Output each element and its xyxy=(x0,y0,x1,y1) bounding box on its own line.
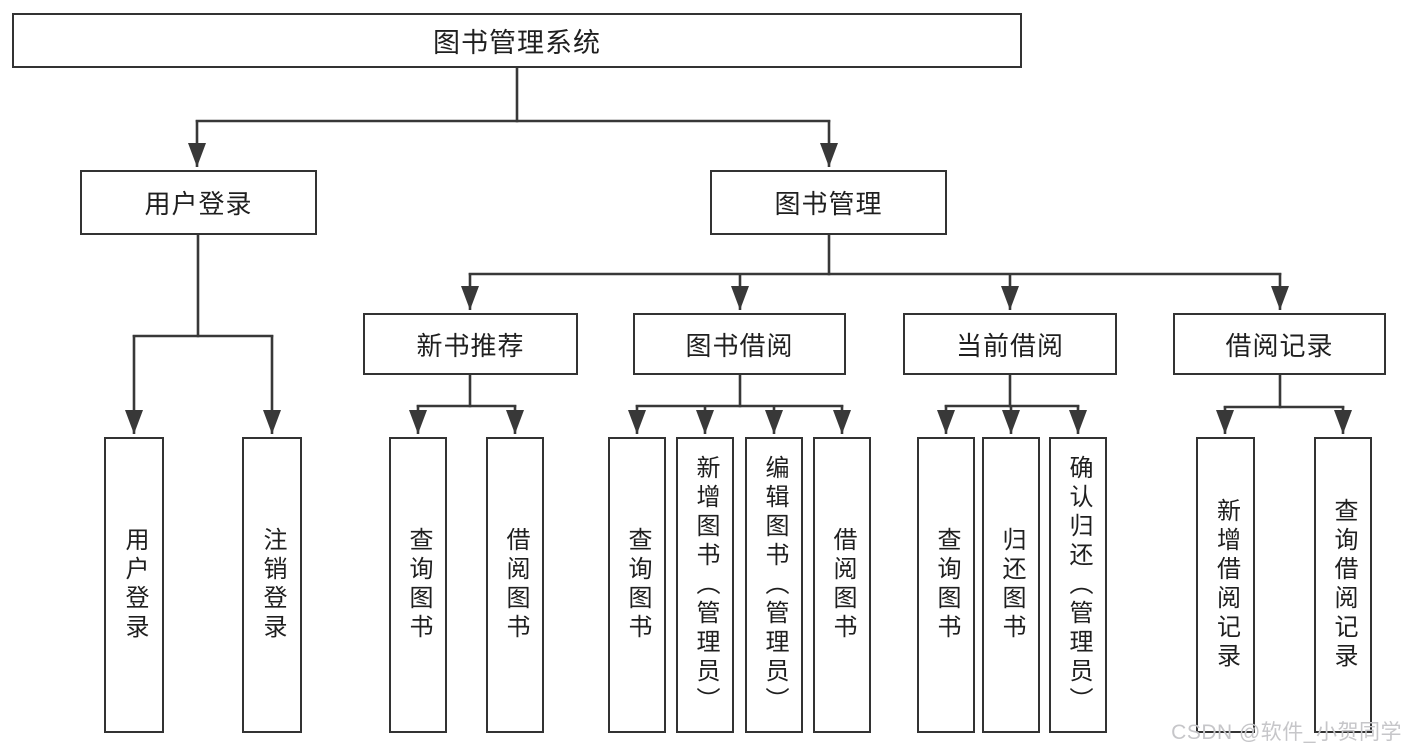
leaf-search-borrow-record-label: 查询借阅记录 xyxy=(1330,498,1357,672)
node-book-borrowing: 图书借阅 xyxy=(633,313,846,375)
node-book-management: 图书管理 xyxy=(710,170,947,235)
node-current-borrowing: 当前借阅 xyxy=(903,313,1117,375)
leaf-search-books-current: 查询图书 xyxy=(917,437,975,733)
leaf-edit-books-admin: 编辑图书（管理员） xyxy=(745,437,803,733)
leaf-search-books-current-label: 查询图书 xyxy=(933,527,960,643)
leaf-search-books-borrow-label: 查询图书 xyxy=(624,527,651,643)
leaf-search-borrow-record: 查询借阅记录 xyxy=(1314,437,1372,733)
leaf-borrow-books-recommend-label: 借阅图书 xyxy=(502,527,529,643)
leaf-logout-label: 注销登录 xyxy=(259,527,286,643)
leaf-confirm-return-admin-label: 确认归还（管理员） xyxy=(1065,454,1092,716)
leaf-add-books-admin: 新增图书（管理员） xyxy=(676,437,734,733)
leaf-return-books-label: 归还图书 xyxy=(998,527,1025,643)
node-user-login: 用户登录 xyxy=(80,170,317,235)
leaf-search-books-recommend-label: 查询图书 xyxy=(405,527,432,643)
node-library-system: 图书管理系统 xyxy=(12,13,1022,68)
leaf-add-borrow-record-label: 新增借阅记录 xyxy=(1212,498,1240,672)
leaf-user-login-label: 用户登录 xyxy=(121,527,148,643)
leaf-add-borrow-record: 新增借阅记录 xyxy=(1196,437,1255,733)
node-borrowing-records: 借阅记录 xyxy=(1173,313,1386,375)
csdn-watermark: CSDN @软件_小贺同学 xyxy=(1171,721,1402,744)
leaf-confirm-return-admin: 确认归还（管理员） xyxy=(1049,437,1107,733)
leaf-edit-books-admin-label: 编辑图书（管理员） xyxy=(761,454,788,716)
leaf-search-books-recommend: 查询图书 xyxy=(389,437,447,733)
leaf-return-books: 归还图书 xyxy=(982,437,1040,733)
leaf-borrow-books: 借阅图书 xyxy=(813,437,871,733)
node-new-book-recommendation: 新书推荐 xyxy=(363,313,578,375)
leaf-logout: 注销登录 xyxy=(242,437,302,733)
leaf-add-books-admin-label: 新增图书（管理员） xyxy=(692,454,719,716)
leaf-borrow-books-recommend: 借阅图书 xyxy=(486,437,544,733)
leaf-borrow-books-label: 借阅图书 xyxy=(829,527,856,643)
leaf-user-login: 用户登录 xyxy=(104,437,164,733)
leaf-search-books-borrow: 查询图书 xyxy=(608,437,666,733)
